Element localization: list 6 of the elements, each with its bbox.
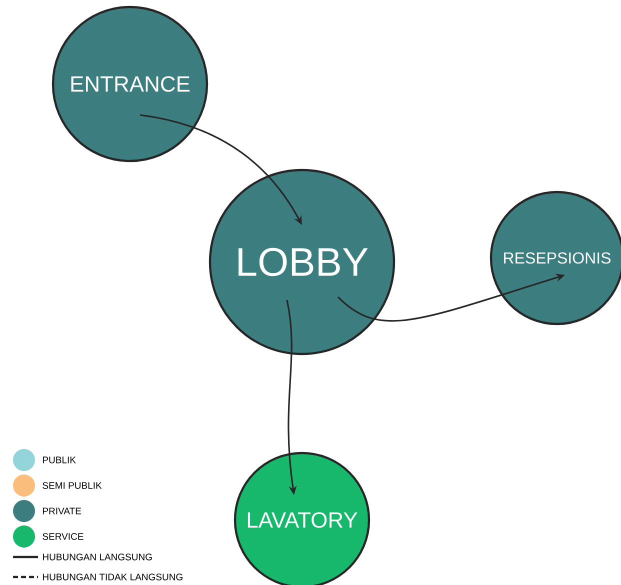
legend-label: SERVICE <box>42 533 84 540</box>
legend-label: PRIVATE <box>43 508 82 514</box>
legend-label: HUBUNGAN TIDAK LANGSUNG <box>43 574 182 580</box>
legend-label: SEMI PUBLIK <box>42 482 102 489</box>
legend-label: PUBLIK <box>43 456 76 464</box>
legend-label: HUBUNGAN LANGSUNG <box>43 554 152 560</box>
